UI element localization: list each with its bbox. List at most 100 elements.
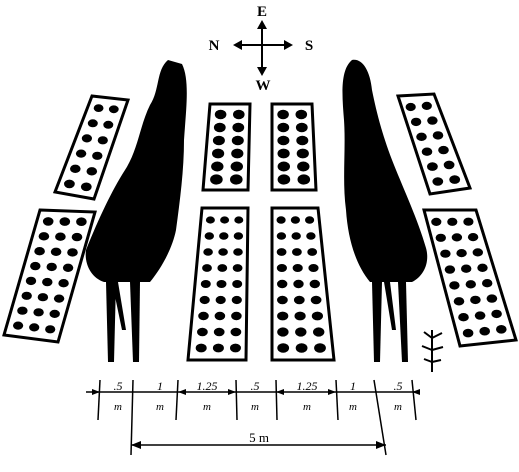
compass-label-west: W [256,78,271,94]
plant-clump [17,306,28,315]
plant-clump [70,164,81,173]
plant-clump [55,232,66,241]
plant-clump [306,232,316,240]
spacing-unit-4: m [251,401,259,413]
spacing-value-2: 1 [157,379,163,393]
plant-clump [453,297,465,306]
plant-clump [482,279,493,288]
plant-clump [295,109,308,120]
plant-clump [231,148,244,159]
trunk-right-1 [372,282,382,362]
plant-clump [292,248,302,256]
plant-clump [277,343,290,353]
plant-clump [219,232,229,240]
plant-clump [461,264,472,273]
plant-clump [46,262,57,272]
plant-clump [97,136,108,145]
trunk-left-3 [112,282,126,330]
compass-arrowhead-east [257,20,267,29]
plant-clump [203,248,213,256]
plant-clump [204,232,214,240]
spacing-value-7: .5 [394,379,403,393]
spacing-unit-6: m [349,401,357,413]
plant-clump [75,149,87,158]
spacing-value-6: 1 [350,379,356,393]
plant-clump [215,295,226,305]
plant-clump [277,109,289,120]
plant-clump [42,277,53,287]
plant-clump [108,105,119,114]
plant-clump [438,145,449,155]
spacing-value-1: .5 [114,379,123,393]
plant-clump [67,248,78,257]
plant-clump [432,177,444,186]
spacing-unit-3: m [203,401,211,413]
plant-clump [451,233,463,242]
plant-clump [443,160,455,170]
plant-clump [231,311,242,321]
plant-clump [59,217,71,226]
compass-arrowhead-west [257,67,267,76]
plant-clump [421,101,432,110]
plant-clump [58,279,69,288]
spacing-value-5: 1.25 [297,379,318,393]
plant-clump [87,119,98,128]
plant-clump [305,216,315,224]
plant-clump [470,295,481,305]
plant-clump [33,308,44,317]
plant-clump [230,161,243,172]
plant-clump [277,295,288,305]
plant-clump [295,343,308,353]
plant-clump [80,182,92,192]
plant-clump [410,117,422,127]
plant-clump [277,122,290,133]
plant-clump [435,233,446,242]
plant-clump [220,216,230,224]
plant-clump [231,135,244,146]
compass-label-north: N [209,38,220,54]
tree-canopy-right [342,59,428,282]
plant-clump [277,279,288,289]
plant-clump [463,217,474,226]
spacing-unit-2: m [156,401,164,413]
plant-clump [309,279,320,289]
plant-clump [405,102,416,112]
plant-clump [291,232,301,240]
plant-clump [202,264,212,272]
plant-clump [233,109,245,120]
plant-clump [276,248,287,256]
plant-clump [92,151,103,160]
plant-clump [472,248,483,257]
plant-clump [296,135,309,146]
plant-clump [310,295,322,305]
plant-clump [76,217,87,226]
plant-clump [467,233,479,242]
plant-clump [232,264,243,272]
total-width-label: 5 m [249,430,269,445]
plant-clump [42,217,54,226]
plant-clump [294,311,306,321]
plant-clump [277,135,290,146]
plant-clump [477,263,488,272]
plant-clump [103,120,114,129]
plant-clump [421,147,433,156]
trunk-left-1 [106,282,116,362]
plant-clump [213,122,226,133]
plant-clump [25,276,37,286]
spacing-unit-7: m [394,401,402,413]
plant-clump [62,263,74,272]
plant-clump [293,295,305,305]
compass-arrowhead-south [284,40,293,50]
plant-clump [277,174,291,185]
plant-clumps [13,101,507,353]
plant-clump [211,161,224,172]
plant-clump [214,311,226,321]
plant-clump [276,216,286,224]
plant-clump [456,249,467,258]
plant-clump [53,294,65,303]
trunk-left-2 [130,282,140,362]
seedling [421,330,444,372]
plant-clump [277,327,289,337]
plant-clump [313,327,325,337]
tree-canopy-left [85,60,187,282]
